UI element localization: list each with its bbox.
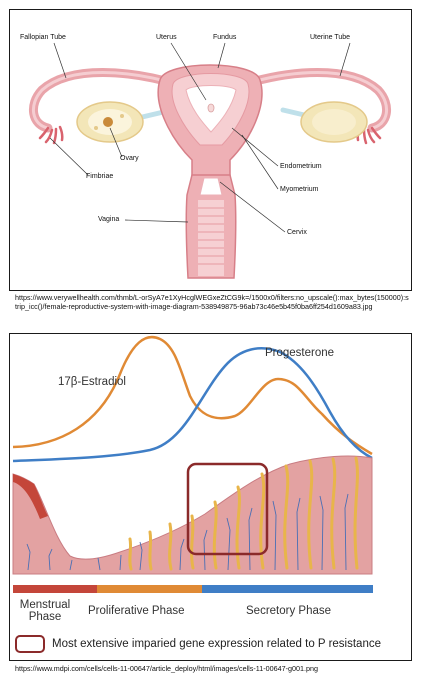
source-url-cycle: https://www.mdpi.com/cells/cells-11-0064… [15,664,318,673]
menstrual-phase-bar [13,585,97,593]
label-menstrual-phase: Menstrual Phase [19,599,71,623]
secretory-phase-bar [202,585,373,593]
label-progesterone: Progesterone [265,347,335,359]
label-uterine-tube: Uterine Tube [310,34,351,41]
label-cervix: Cervix [287,229,307,236]
anatomy-panel: Fallopian Tube Uterus Fundus Uterine Tub… [9,9,412,291]
highlight-box [186,462,269,556]
label-fimbriae: Fimbriae [86,173,114,180]
menstrual-cycle-panel: 17β-Estradiol Progesterone Menstrual Pha… [9,333,412,661]
label-ovary: Ovary [120,155,139,162]
proliferative-phase-bar [97,585,202,593]
label-fundus: Fundus [213,34,237,41]
cycle-illustration [12,335,373,653]
label-myometrium: Myometrium [280,186,319,193]
left-fimbriae [38,125,64,145]
legend-text: Most extensive imparied gene expression … [52,638,381,650]
label-endometrium: Endometrium [280,163,322,170]
label-secretory-phase: Secretory Phase [246,605,332,617]
label-vagina: Vagina [98,216,120,223]
label-proliferative-phase: Proliferative Phase [88,605,185,617]
label-estradiol: 17β-Estradiol [58,376,126,388]
progesterone-curve [12,347,373,463]
spiral-arteries [26,493,349,571]
source-url-anatomy: https://www.verywellhealth.com/thmb/L-or… [15,293,409,312]
shedding-layer [13,474,48,519]
label-uterus: Uterus [156,34,177,41]
left-ovary [76,101,144,143]
label-fallopian-tube: Fallopian Tube [20,34,66,41]
uterus-illustration [29,42,391,279]
right-fimbriae [356,125,382,145]
right-ovary [300,101,368,143]
legend-swatch [15,635,45,653]
